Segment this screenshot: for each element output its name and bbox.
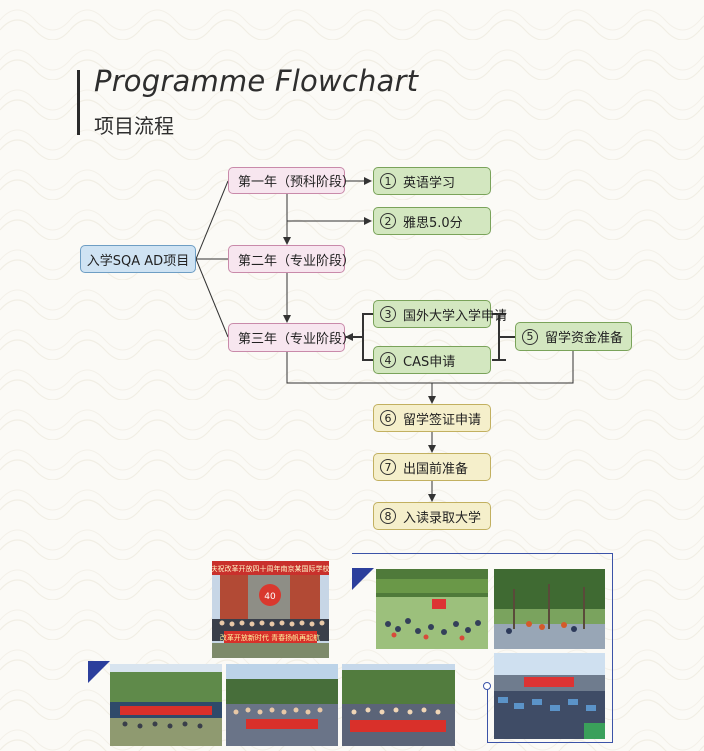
photo-outdoor-gathering <box>376 569 488 649</box>
step-number-6: 6 <box>380 410 396 426</box>
step-7: 7 出国前准备 <box>373 453 491 481</box>
photo-group-outing-1 <box>110 664 222 746</box>
step-label-7: 出国前准备 <box>403 461 469 477</box>
photo-event-crowd <box>494 653 605 739</box>
step-1: 1 英语学习 <box>373 167 491 195</box>
step-label-5: 留学资金准备 <box>545 331 624 346</box>
step-label-1: 英语学习 <box>403 175 456 191</box>
stage-year1: 第一年（预科阶段） <box>228 167 355 194</box>
step-label-6: 留学签证申请 <box>403 412 482 428</box>
step-number-5: 5 <box>522 328 538 345</box>
step-2: 2 雅思5.0分 <box>373 207 491 235</box>
photo-banner-bottom-text: 改革开放新时代 青春扬帆再起航 <box>220 633 320 642</box>
photo-group-outing-3 <box>342 664 455 746</box>
corner-triangle-bottom <box>88 661 110 683</box>
frame-dot <box>483 682 491 690</box>
photo-frame-right <box>612 553 613 743</box>
step-label-8: 入读录取大学 <box>403 510 482 526</box>
start-node: 入学SQA AD项目 <box>80 245 196 273</box>
photo-frame-left-lower <box>487 688 488 743</box>
step-3: 3 国外大学入学申请 <box>373 300 507 328</box>
photo-frame-top <box>352 553 613 554</box>
step-number-4: 4 <box>380 352 396 368</box>
stage-year1-label: 第一年（预科阶段） <box>238 175 356 190</box>
corner-triangle-top <box>352 568 374 590</box>
stage-year3-label: 第三年（专业阶段） <box>238 332 356 347</box>
step-label-4: CAS申请 <box>403 354 456 370</box>
photo-frame-bottom <box>487 742 613 743</box>
photo-sports-activity <box>494 569 605 649</box>
photo-group-ceremony: 庆祝改革开放四十周年南京某国际学校 40 改革开放新时代 青春扬帆再起航 <box>212 561 329 658</box>
start-node-label: 入学SQA AD项目 <box>86 253 190 269</box>
step-number-7: 7 <box>380 459 396 475</box>
photo-banner-top-text: 庆祝改革开放四十周年南京某国际学校 <box>212 564 329 573</box>
page-title: Programme Flowchart <box>94 64 419 98</box>
step-4: 4 CAS申请 <box>373 346 491 374</box>
step-label-2: 雅思5.0分 <box>403 215 463 231</box>
step-label-3: 国外大学入学申请 <box>403 308 508 324</box>
stage-year2-label: 第二年（专业阶段） <box>238 253 356 269</box>
title-accent-bar <box>77 70 80 135</box>
step-6: 6 留学签证申请 <box>373 404 491 432</box>
photo-group-outing-2 <box>226 664 338 746</box>
step-number-1: 1 <box>380 173 396 189</box>
page-subtitle: 项目流程 <box>94 114 174 138</box>
step-8: 8 入读录取大学 <box>373 502 491 530</box>
stage-year2: 第二年（专业阶段） <box>228 245 355 273</box>
step-5: 5 留学资金准备 <box>515 322 632 351</box>
stage-year3: 第三年（专业阶段） <box>228 323 355 352</box>
step-number-2: 2 <box>380 213 396 229</box>
svg-text:40: 40 <box>264 592 276 602</box>
step-number-3: 3 <box>380 306 396 322</box>
step-number-8: 8 <box>380 508 396 524</box>
